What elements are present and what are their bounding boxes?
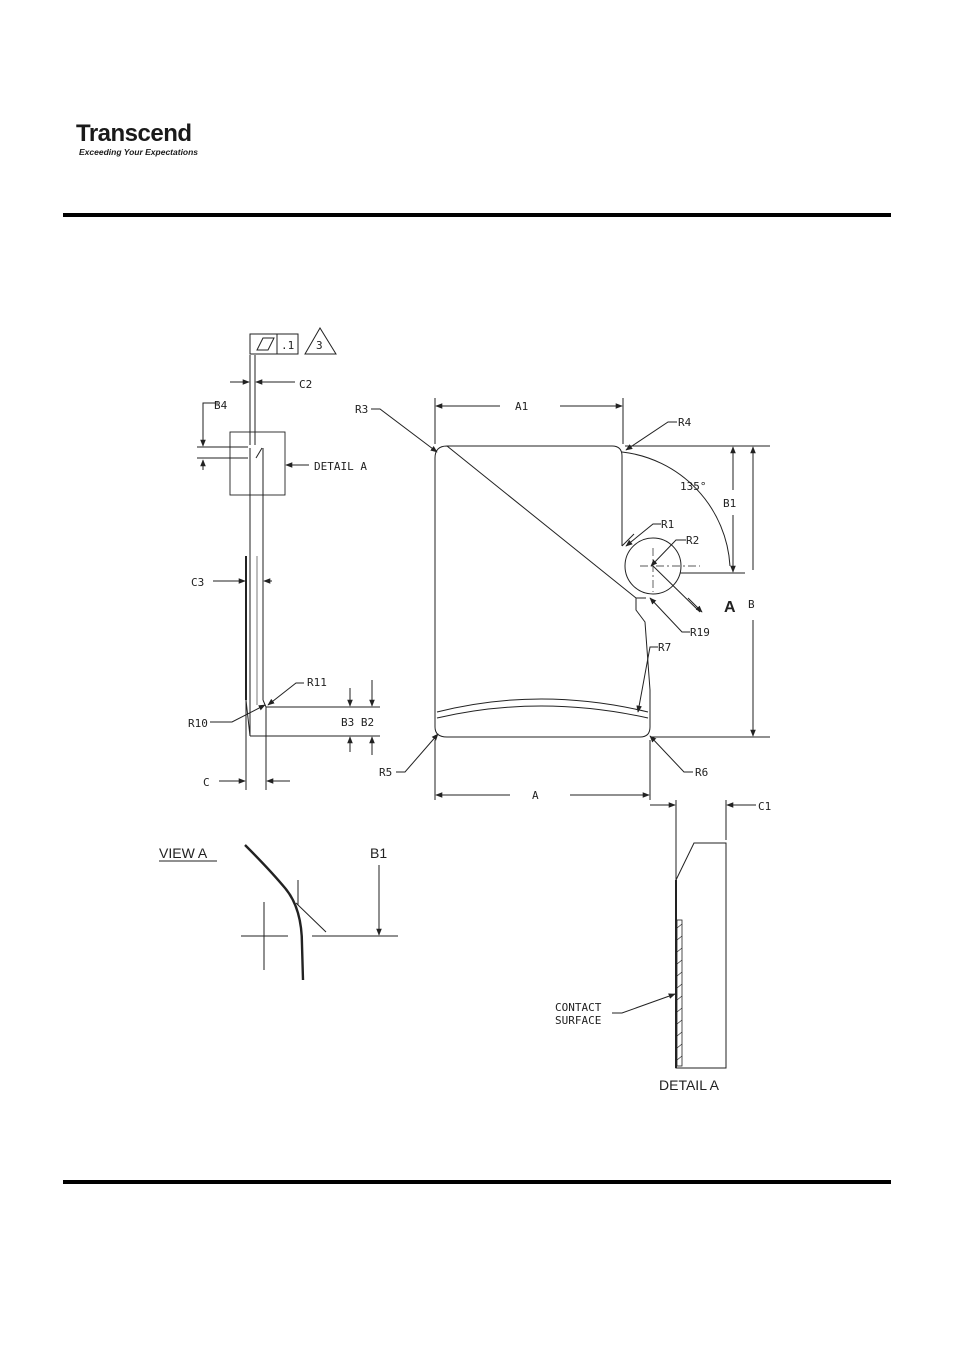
label-c: C [203, 776, 210, 789]
label-r4: R4 [678, 416, 692, 429]
label-r6: R6 [695, 766, 708, 779]
label-detail-a-callout: DETAIL A [314, 460, 367, 473]
label-135-angle: 135° [680, 480, 707, 493]
label-b4: B4 [214, 399, 228, 412]
label-b: B [748, 598, 755, 611]
label-a1: A1 [515, 400, 528, 413]
note-number: 3 [316, 339, 323, 352]
view-a-title: VIEW A [159, 845, 208, 861]
label-contact-line1: CONTACT [555, 1001, 602, 1014]
label-r2: R2 [686, 534, 699, 547]
flatness-symbol-icon [257, 338, 274, 350]
label-b3-b2: B3 B2 [341, 716, 374, 729]
view-a-detail [159, 845, 398, 980]
label-r7: R7 [658, 641, 671, 654]
tolerance-value: .1 [281, 339, 294, 352]
label-r5: R5 [379, 766, 392, 779]
label-b1: B1 [723, 497, 736, 510]
label-r11: R11 [307, 676, 327, 689]
detail-a-title: DETAIL A [659, 1077, 720, 1093]
label-view-a-marker: A [724, 599, 736, 616]
front-view [371, 398, 770, 800]
label-r19: R19 [690, 626, 710, 639]
label-r1: R1 [661, 518, 674, 531]
label-r10: R10 [188, 717, 208, 730]
label-a: A [532, 789, 539, 802]
feature-control-frame: .1 3 [250, 328, 336, 354]
label-c3: C3 [191, 576, 204, 589]
detail-a-section [612, 800, 756, 1068]
label-contact-line2: SURFACE [555, 1014, 601, 1027]
view-a-label-b1: B1 [370, 845, 387, 861]
label-c1: C1 [758, 800, 771, 813]
label-c2: C2 [299, 378, 312, 391]
label-r3: R3 [355, 403, 368, 416]
